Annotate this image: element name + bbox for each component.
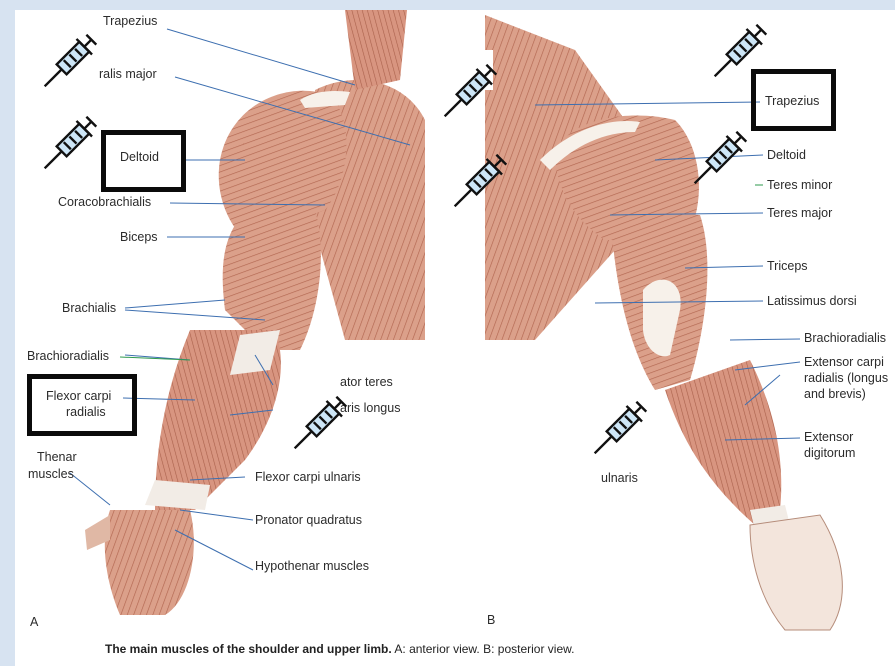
label-biceps: Biceps (120, 230, 158, 245)
anterior-wrist-tendons (145, 480, 210, 510)
syringe-icon (583, 395, 653, 465)
syringe-icon (33, 28, 103, 98)
label-triceps: Triceps (767, 259, 808, 274)
label-extensor-carpi-line1: Extensor carpi (804, 355, 884, 370)
highlight-box-flexor-carpi-radialis (27, 374, 137, 436)
highlight-box-deltoid (101, 130, 186, 192)
label-pronator-quadratus: Pronator quadratus (255, 513, 362, 528)
label-flexor-carpi-ulnaris: Flexor carpi ulnaris (255, 470, 361, 485)
syringe-icon (703, 18, 773, 88)
caption-title: The main muscles of the shoulder and upp… (105, 642, 392, 656)
caption-a-text: anterior view. (406, 642, 483, 656)
label-extensor-carpi-line2: radialis (longus (804, 371, 888, 386)
caption-b-key: B: (483, 642, 494, 656)
label-deltoid-posterior: Deltoid (767, 148, 806, 163)
label-latissimus-dorsi: Latissimus dorsi (767, 294, 857, 309)
label-ulnaris: ulnaris (601, 471, 638, 486)
label-extensor-digitorum-line2: digitorum (804, 446, 855, 461)
label-trapezius-anterior: Trapezius (103, 14, 157, 29)
syringe-icon (33, 110, 103, 180)
figure-caption: The main muscles of the shoulder and upp… (105, 642, 575, 656)
posterior-forearm (665, 360, 781, 525)
caption-b-text: posterior view. (494, 642, 574, 656)
label-brachialis: Brachialis (62, 301, 116, 316)
syringe-icon (433, 58, 503, 128)
label-hypothenar-muscles: Hypothenar muscles (255, 559, 369, 574)
label-thenar-line1: Thenar (37, 450, 77, 465)
anatomy-figure: Trapezius ralis major Deltoid Coracobrac… (15, 10, 895, 666)
label-pectoralis-major: ralis major (99, 67, 157, 82)
label-brachioradialis-posterior: Brachioradialis (804, 331, 886, 346)
label-extensor-digitorum-line1: Extensor (804, 430, 853, 445)
label-thenar-line2: muscles (28, 467, 74, 482)
caption-a-key: A: (394, 642, 405, 656)
label-extensor-carpi-line3: and brevis) (804, 387, 866, 402)
label-teres-minor: Teres minor (767, 178, 832, 193)
anterior-neck (345, 10, 407, 90)
label-pronator-teres: ator teres (340, 375, 393, 390)
label-brachioradialis-anterior: Brachioradialis (27, 349, 109, 364)
label-view-b: B (487, 613, 495, 628)
anterior-upper-arm (223, 210, 321, 350)
label-view-a: A (30, 615, 38, 630)
anterior-hand (105, 510, 194, 615)
label-coracobrachialis: Coracobrachialis (58, 195, 151, 210)
syringe-icon (283, 390, 353, 460)
label-teres-major: Teres major (767, 206, 832, 221)
posterior-hand (750, 515, 842, 630)
syringe-icon (683, 125, 753, 195)
syringe-icon (443, 148, 513, 218)
